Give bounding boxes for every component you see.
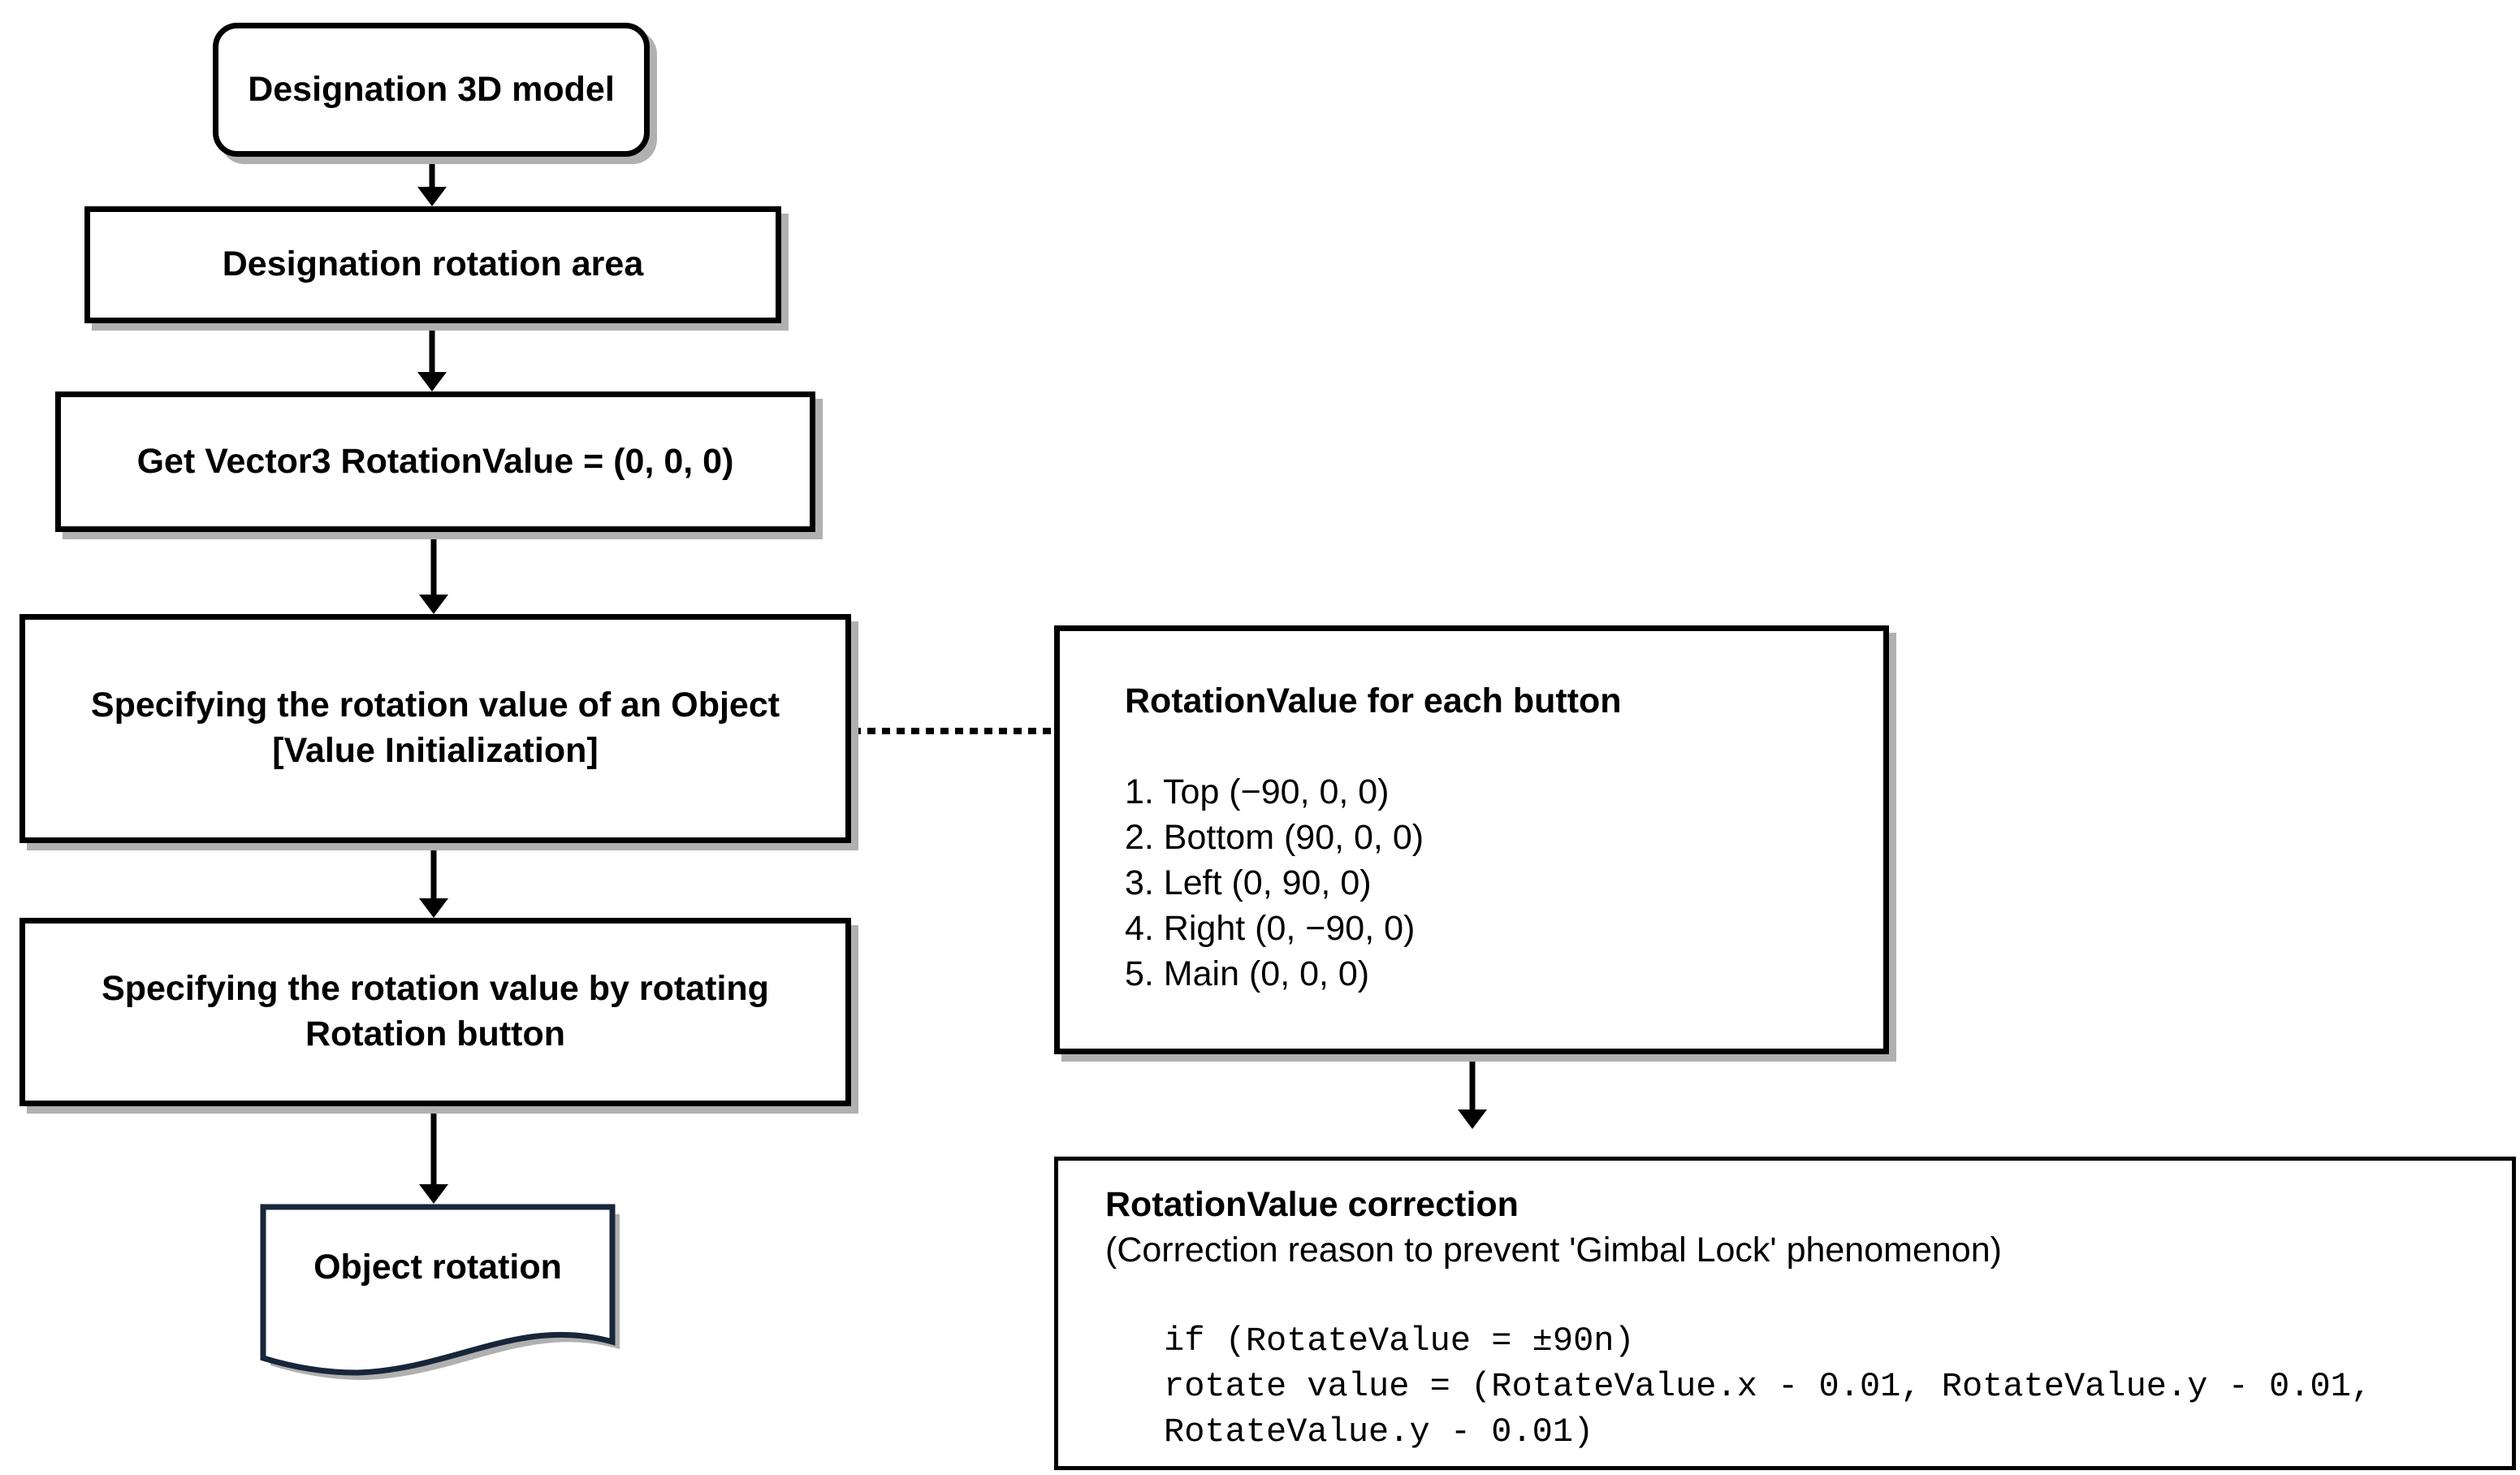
node-label-line1: Specifying the rotation value by rotatin… (102, 969, 769, 1009)
button-value-right: 4. Right (0, −90, 0) (1125, 909, 1416, 948)
button-values-title: RotationValue for each button (1125, 681, 1622, 720)
node-designation-3d-model: Designation 3D model (213, 23, 650, 157)
arrowhead (419, 595, 448, 614)
document-shape (260, 1204, 616, 1376)
node-designation-rotation-area: Designation rotation area (84, 206, 781, 323)
button-value-main: 5. Main (0, 0, 0) (1125, 954, 1370, 993)
correction-reason: (Correction reason to prevent 'Gimbal Lo… (1105, 1231, 2002, 1270)
code-line: RotateValue.y - 0.01) (1164, 1412, 1594, 1451)
node-specifying-button-rotation: Specifying the rotation value by rotatin… (19, 918, 851, 1106)
node-get-vector3: Get Vector3 RotationValue = (0, 0, 0) (55, 391, 815, 532)
node-label: Get Vector3 RotationValue = (0, 0, 0) (136, 441, 734, 481)
button-value-top: 1. Top (−90, 0, 0) (1125, 772, 1390, 811)
button-values-box: RotationValue for each button 1. Top (−9… (1054, 625, 1889, 1054)
correction-box: RotationValue correction (Correction rea… (1054, 1157, 2516, 1470)
node-label-line1: Specifying the rotation value of an Obje… (90, 686, 780, 725)
arrowhead (417, 187, 447, 206)
code-line: if (RotateValue = ±90n) (1164, 1321, 1635, 1360)
arrowhead (419, 1184, 448, 1204)
correction-title: RotationValue correction (1105, 1185, 1519, 1224)
code-line: rotate value = (RotateValue.x - 0.01, Ro… (1164, 1367, 2372, 1406)
node-label: Designation rotation area (222, 244, 644, 284)
node-label-line2: Rotation button (305, 1014, 565, 1053)
button-value-bottom: 2. Bottom (90, 0, 0) (1125, 818, 1424, 857)
node-specifying-object-rotation: Specifying the rotation value of an Obje… (19, 614, 851, 843)
node-label: Designation 3D model (248, 69, 615, 109)
arrowhead (417, 372, 447, 391)
arrowhead (1458, 1109, 1487, 1129)
node-label: Object rotation (313, 1248, 562, 1287)
button-value-left: 3. Left (0, 90, 0) (1125, 863, 1372, 902)
node-object-rotation: Object rotation (263, 1207, 612, 1329)
arrowhead (419, 898, 448, 918)
node-label-line2: [Value Initialization] (272, 731, 599, 770)
correction-code: if (RotateValue = ±90n) rotate value = (… (1105, 1318, 2512, 1455)
